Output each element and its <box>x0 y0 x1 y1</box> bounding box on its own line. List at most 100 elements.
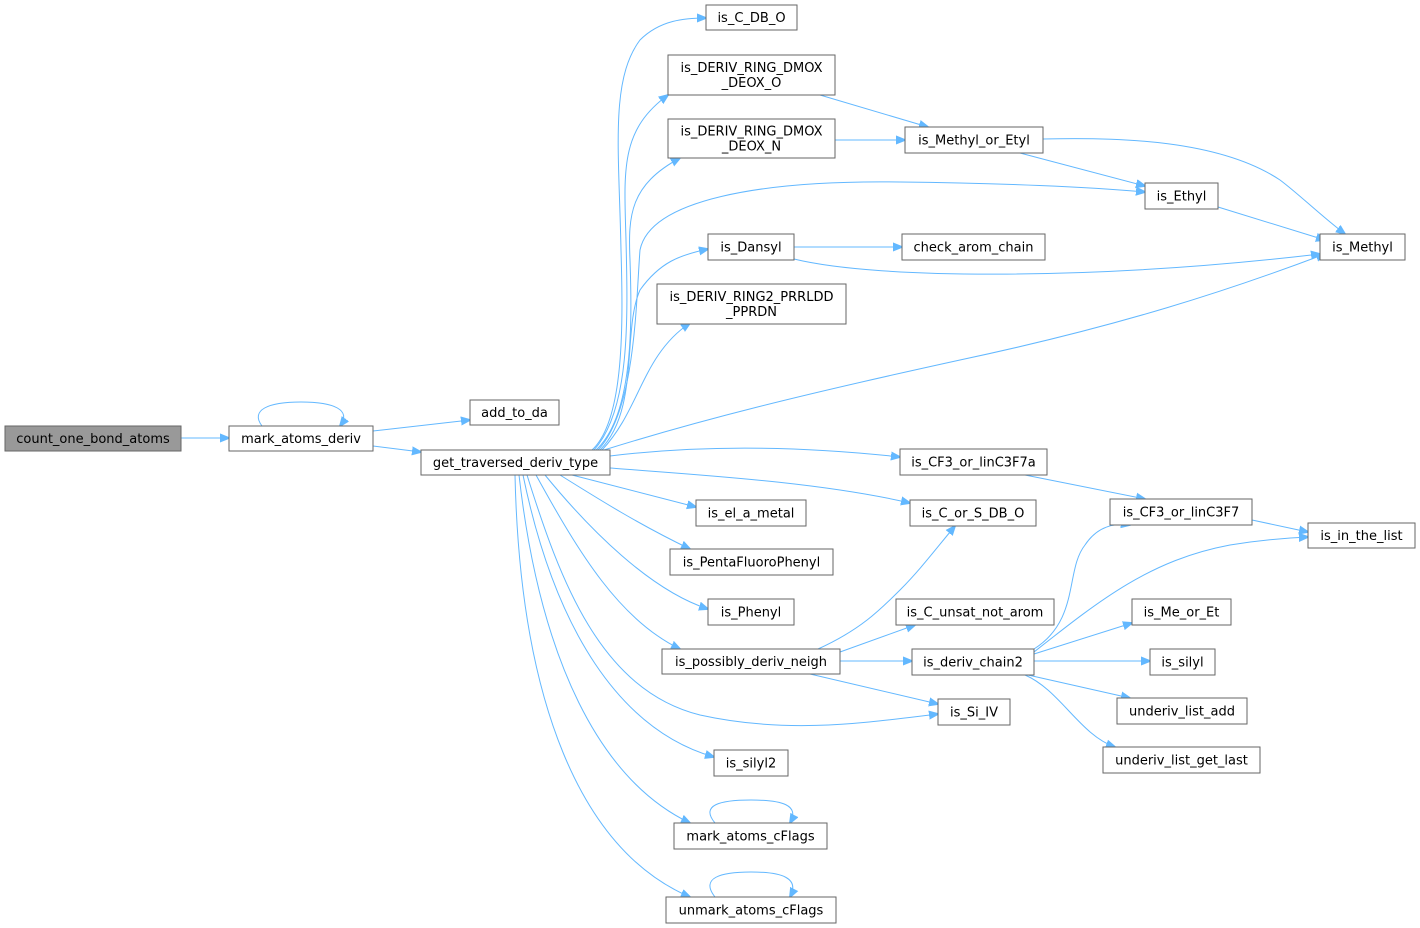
node-mark_atoms_cFlags[interactable]: mark_atoms_cFlags <box>673 822 828 850</box>
node-box <box>667 118 836 159</box>
node-is_Methyl[interactable]: is_Methyl <box>1319 233 1406 261</box>
node-is_DERIV_RING2_PRRLDD_PPRDN[interactable]: is_DERIV_RING2_PRRLDD_PPRDN <box>656 283 847 325</box>
node-label: is_Phenyl <box>721 606 782 621</box>
node-label: is_deriv_chain2 <box>923 656 1023 671</box>
node-box <box>673 822 828 850</box>
edge-get_traversed_deriv_type-to-is_C_or_S_DB_O <box>609 467 910 503</box>
node-box <box>1319 233 1406 261</box>
edge-is_Methyl_or_Etyl-to-is_Methyl <box>1042 138 1345 234</box>
node-box <box>901 233 1046 261</box>
edge-is_possibly_deriv_neigh-to-is_Si_IV <box>809 673 938 704</box>
node-is_in_the_list[interactable]: is_in_the_list <box>1307 522 1416 549</box>
node-label: is_Dansyl <box>720 241 781 256</box>
edge-is_deriv_chain2-to-underiv_list_add <box>1027 674 1130 698</box>
node-is_Ethyl[interactable]: is_Ethyl <box>1144 182 1219 210</box>
edge-mark_atoms_deriv-to-mark_atoms_deriv <box>257 401 343 426</box>
edge-get_traversed_deriv_type-to-is_Ethyl <box>597 181 1145 451</box>
node-box <box>667 54 836 96</box>
node-label: is_DERIV_RING2_PRRLDD <box>670 290 834 305</box>
node-count_one_bond_atoms[interactable]: count_one_bond_atoms <box>4 425 182 452</box>
node-box <box>4 425 182 452</box>
node-label: is_CF3_or_linC3F7 <box>1123 506 1240 521</box>
node-label: is_Ethyl <box>1157 190 1207 205</box>
node-is_el_a_metal[interactable]: is_el_a_metal <box>695 499 807 527</box>
edge-get_traversed_deriv_type-to-is_possibly_deriv_neigh <box>535 474 680 649</box>
node-label: is_C_DB_O <box>717 11 785 26</box>
node-add_to_da[interactable]: add_to_da <box>469 399 560 426</box>
edge-get_traversed_deriv_type-to-is_Dansyl <box>599 249 708 451</box>
edge-get_traversed_deriv_type-to-is_Phenyl <box>544 474 708 609</box>
edge-is_deriv_chain2-to-is_in_the_list <box>1033 537 1308 653</box>
node-mark_atoms_deriv[interactable]: mark_atoms_deriv <box>228 425 374 452</box>
node-is_DERIV_RING_DMOX_DEOX_O[interactable]: is_DERIV_RING_DMOX_DEOX_O <box>667 54 836 96</box>
node-box <box>1149 648 1216 676</box>
node-box <box>1131 598 1232 626</box>
node-label: is_Si_IV <box>950 706 998 721</box>
node-box <box>911 648 1035 676</box>
node-label: add_to_da <box>481 406 548 421</box>
node-is_Phenyl[interactable]: is_Phenyl <box>707 598 795 626</box>
node-is_C_unsat_not_arom[interactable]: is_C_unsat_not_arom <box>895 598 1055 626</box>
nodes-layer: count_one_bond_atoms mark_atoms_deriv add_… <box>4 4 1416 924</box>
edge-get_traversed_deriv_type-to-is_silyl2 <box>522 474 714 757</box>
node-box <box>656 283 847 325</box>
node-is_C_DB_O[interactable]: is_C_DB_O <box>705 4 798 31</box>
edge-is_Dansyl-to-is_Methyl <box>793 254 1320 275</box>
edge-is_Methyl_or_Etyl-to-is_Ethyl <box>1019 152 1145 186</box>
node-label: get_traversed_deriv_type <box>433 456 598 471</box>
edge-is_deriv_chain2-to-is_Me_or_Et <box>1033 623 1132 655</box>
node-underiv_list_get_last[interactable]: underiv_list_get_last <box>1102 746 1261 774</box>
node-label: underiv_list_get_last <box>1115 754 1248 769</box>
node-is_Me_or_Et[interactable]: is_Me_or_Et <box>1131 598 1232 626</box>
node-is_C_or_S_DB_O[interactable]: is_C_or_S_DB_O <box>909 499 1037 527</box>
node-box <box>1144 182 1219 210</box>
node-label: is_Me_or_Et <box>1144 606 1220 621</box>
node-is_CF3_or_linC3F7[interactable]: is_CF3_or_linC3F7 <box>1109 498 1253 526</box>
edge-mark_atoms_cFlags-to-mark_atoms_cFlags <box>709 799 793 823</box>
node-is_Si_IV[interactable]: is_Si_IV <box>937 698 1011 726</box>
edge-is_CF3_or_linC3F7a-to-is_CF3_or_linC3F7 <box>1024 474 1145 499</box>
edge-get_traversed_deriv_type-to-unmark_atoms_cFlags <box>514 474 690 897</box>
node-box <box>705 4 798 31</box>
node-underiv_list_add[interactable]: underiv_list_add <box>1116 697 1248 725</box>
node-box <box>895 598 1055 626</box>
edge-is_possibly_deriv_neigh-to-is_C_or_S_DB_O <box>817 526 955 650</box>
node-label: _DEOX_O <box>721 76 782 91</box>
node-box <box>1307 522 1416 549</box>
edge-get_traversed_deriv_type-to-is_CF3_or_linC3F7a <box>609 447 900 457</box>
edge-unmark_atoms_cFlags-to-unmark_atoms_cFlags <box>709 871 793 897</box>
edge-is_possibly_deriv_neigh-to-is_C_unsat_not_arom <box>839 625 915 653</box>
node-label: is_Methyl <box>1332 241 1393 256</box>
node-box <box>469 399 560 426</box>
node-box <box>228 425 374 452</box>
node-is_deriv_chain2[interactable]: is_deriv_chain2 <box>911 648 1035 676</box>
edge-get_traversed_deriv_type-to-is_el_a_metal <box>571 474 696 507</box>
node-box <box>707 598 795 626</box>
node-get_traversed_deriv_type[interactable]: get_traversed_deriv_type <box>420 449 611 476</box>
edge-get_traversed_deriv_type-to-is_PentaFluoroPhenyl <box>559 474 690 549</box>
node-is_CF3_or_linC3F7a[interactable]: is_CF3_or_linC3F7a <box>899 448 1048 476</box>
node-is_DERIV_RING_DMOX_DEOX_N[interactable]: is_DERIV_RING_DMOX_DEOX_N <box>667 118 836 159</box>
edge-mark_atoms_deriv-to-add_to_da <box>372 420 470 432</box>
edge-get_traversed_deriv_type-to-is_DERIV_RING_DMOX_DEOX_N <box>595 158 680 451</box>
node-is_silyl2[interactable]: is_silyl2 <box>713 749 789 777</box>
node-is_PentaFluoroPhenyl[interactable]: is_PentaFluoroPhenyl <box>669 548 834 576</box>
node-unmark_atoms_cFlags[interactable]: unmark_atoms_cFlags <box>665 896 837 924</box>
edges-layer <box>181 18 1345 897</box>
node-is_possibly_deriv_neigh[interactable]: is_possibly_deriv_neigh <box>661 648 841 675</box>
node-label: is_silyl2 <box>726 757 776 772</box>
node-box <box>899 448 1048 476</box>
node-is_Methyl_or_Etyl[interactable]: is_Methyl_or_Etyl <box>904 126 1044 154</box>
node-box <box>1109 498 1253 526</box>
node-label: is_CF3_or_linC3F7a <box>911 456 1036 471</box>
node-label: is_Methyl_or_Etyl <box>918 134 1030 149</box>
node-box <box>695 499 807 527</box>
edge-is_DERIV_RING_DMOX_DEOX_O-to-is_Methyl_or_Etyl <box>819 94 928 127</box>
node-is_Dansyl[interactable]: is_Dansyl <box>707 233 795 261</box>
node-label: count_one_bond_atoms <box>16 432 170 447</box>
node-label: is_silyl <box>1161 656 1203 671</box>
node-check_arom_chain[interactable]: check_arom_chain <box>901 233 1046 261</box>
node-is_silyl[interactable]: is_silyl <box>1149 648 1216 676</box>
edge-get_traversed_deriv_type-to-mark_atoms_cFlags <box>518 474 690 823</box>
